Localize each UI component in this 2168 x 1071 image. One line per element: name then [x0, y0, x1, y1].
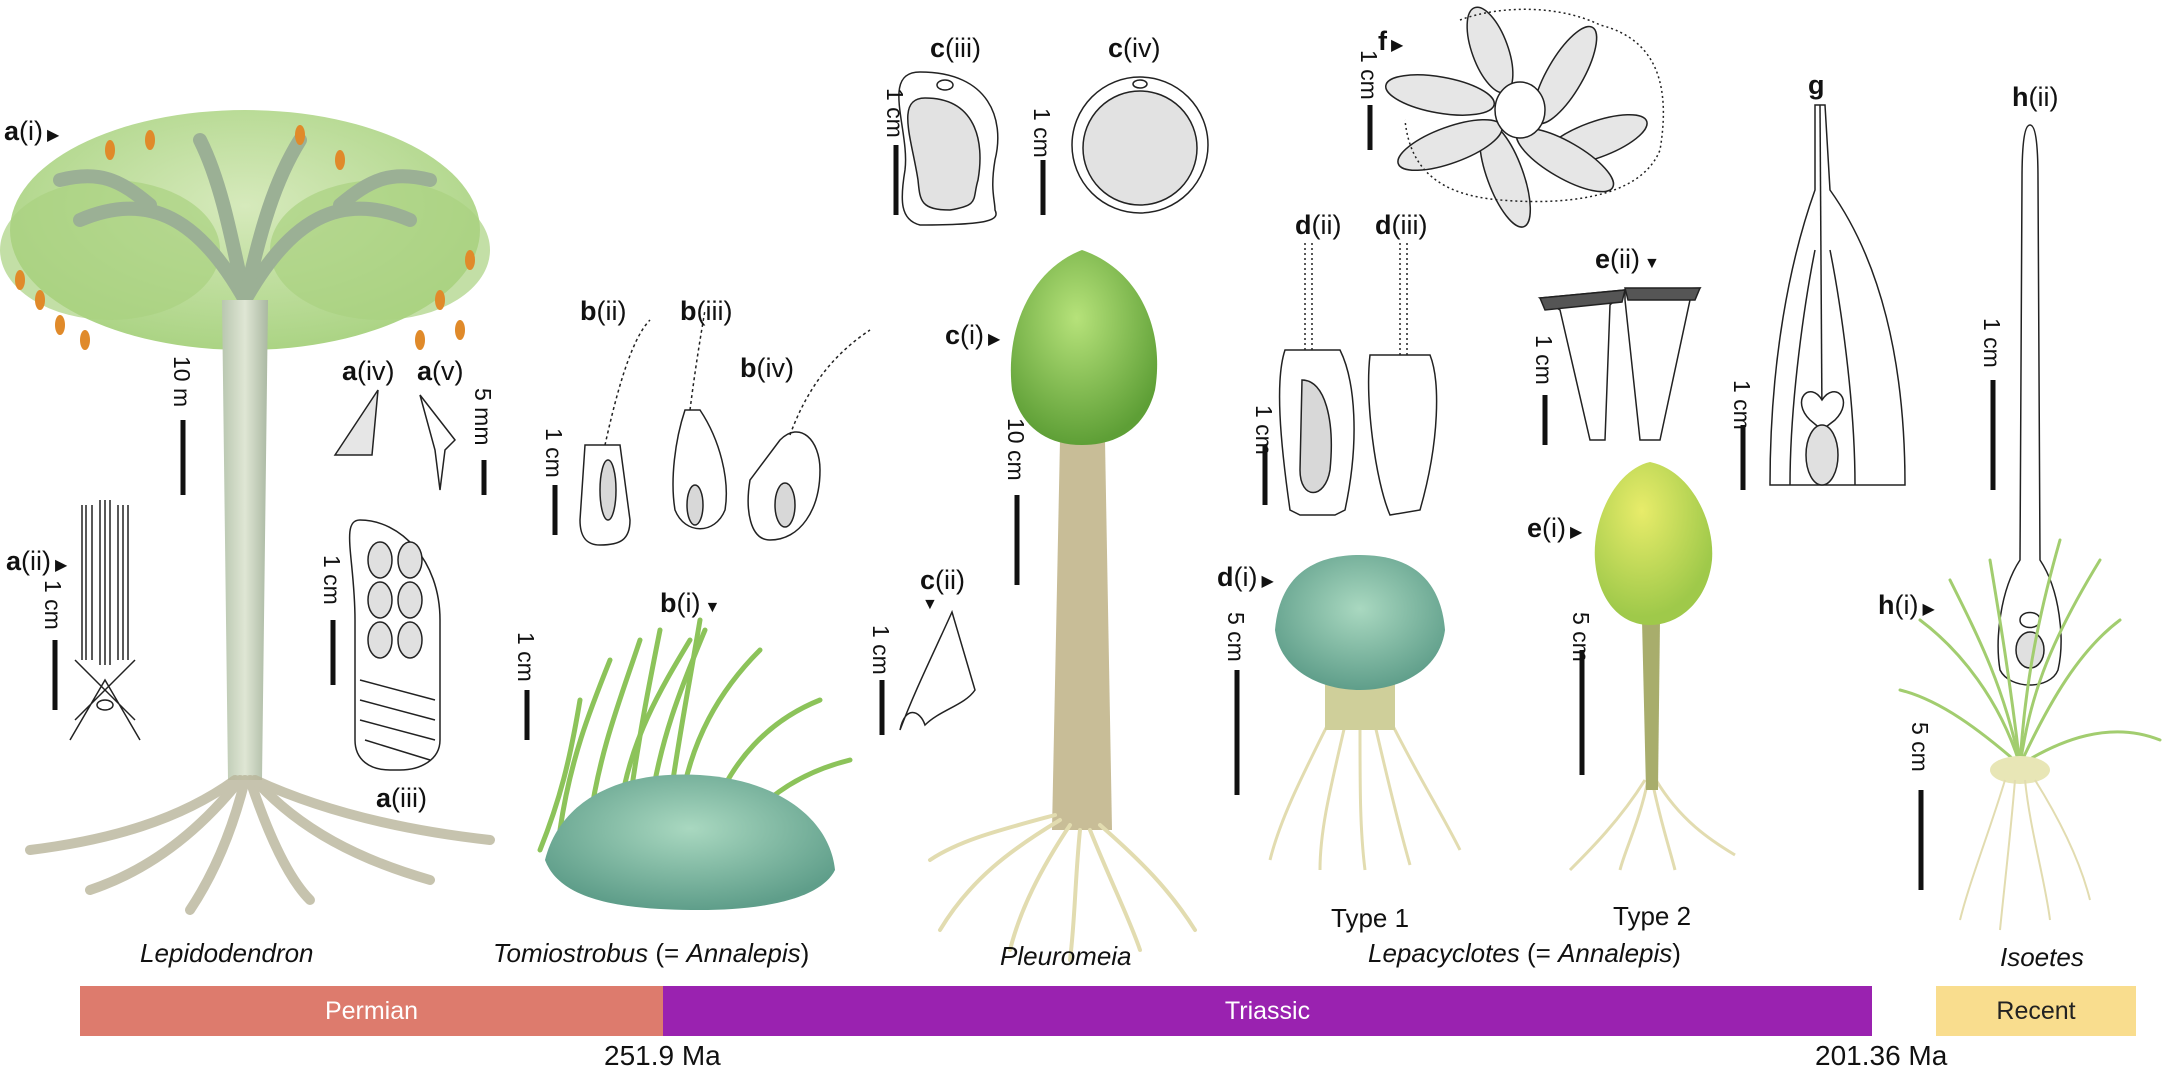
panel-label-d-ii: d(ii) [1295, 210, 1342, 240]
sporophyll-c-iii-iv-drawings [898, 71, 1209, 226]
panel-label-f: f▶ [1378, 26, 1404, 56]
panel-label-a-v: a(v) [417, 356, 464, 386]
panel-label-g: g [1808, 70, 1825, 100]
panel-label-b-iii: b(iii) [680, 296, 733, 326]
scale-label-c-iii: 1 cm [882, 88, 908, 138]
panel-label-c-iii: c(iii) [930, 33, 982, 63]
type-2-label: Type 2 [1613, 901, 1692, 931]
lepidodendron-tree-illustration [0, 110, 495, 915]
period-recent: Recent [1936, 986, 2136, 1036]
sporophyll-h-ii-drawing [1997, 124, 2062, 686]
scale-label-c-iv: 1 cm [1029, 108, 1055, 158]
type-1-label: Type 1 [1331, 903, 1410, 933]
sporophyll-e-ii-drawing [1537, 287, 1702, 441]
lepacyclotes-type1-illustration [1268, 555, 1462, 871]
c-ii-arrow: ▼ [922, 596, 938, 613]
scale-label-a-ii: 1 cm [40, 580, 66, 630]
panel-label-h-ii: h(ii) [2012, 82, 2059, 112]
sporophyll-c-ii-drawing [899, 609, 976, 731]
scale-label-c-i: 10 cm [1003, 418, 1029, 481]
leaf-base-drawing [69, 500, 141, 741]
sporophyll-drawings [333, 389, 456, 491]
scale-label-a-i: 10 m [169, 356, 195, 408]
taxon-tomiostrobus: Tomiostrobus (= Annalepis) [493, 938, 810, 968]
lepacyclotes-type2-illustration [1568, 462, 1736, 872]
panel-label-c-i: c(i)▶ [945, 320, 1001, 350]
panel-label-b-i: b(i)▼ [660, 588, 721, 618]
taxon-lepidodendron: Lepidodendron [140, 938, 314, 968]
scale-label-e-ii: 1 cm [1531, 335, 1557, 385]
isoetes-illustration [1898, 538, 2162, 931]
panel-label-a-iv: a(iv) [342, 356, 395, 386]
panel-label-h-i: h(i)▶ [1878, 590, 1935, 620]
period-permian: Permian [80, 986, 663, 1036]
pleuromeia-illustration [928, 250, 1197, 962]
panel-label-b-ii: b(ii) [580, 296, 627, 326]
taxon-lepacyclotes: Lepacyclotes (= Annalepis) [1368, 938, 1681, 968]
cone-drawing [348, 519, 441, 771]
scale-label-g: 1 cm [1729, 380, 1755, 430]
scale-label-d-i: 5 cm [1223, 612, 1249, 662]
panel-label-a-i: a(i)▶ [4, 116, 60, 146]
scale-label-f: 1 cm [1356, 50, 1382, 100]
scale-label-b-ii-iv: 1 cm [541, 428, 567, 478]
panel-label-d-iii: d(iii) [1375, 210, 1428, 240]
sporophyll-g-drawing [1769, 104, 1906, 486]
taxon-pleuromeia: Pleuromeia [1000, 941, 1132, 971]
scale-label-h-i: 5 cm [1907, 722, 1933, 772]
scale-label-c-ii: 1 cm [868, 625, 894, 675]
taxon-isoetes: Isoetes [2000, 942, 2084, 972]
period-triassic: Triassic [663, 986, 1872, 1036]
boundary-triassic-end: 201.36 Ma [1815, 1040, 1948, 1071]
scale-label-a-iv-v: 5 mm [470, 388, 496, 446]
sporophyll-f-rosette-drawing [1384, 6, 1665, 228]
panel-label-c-iv: c(iv) [1108, 33, 1161, 63]
panel-label-e-i: e(i)▶ [1527, 513, 1583, 543]
panel-label-b-iv: b(iv) [740, 353, 794, 383]
tomiostrobus-illustration [537, 617, 853, 910]
scale-bars [52, 105, 1996, 890]
panel-label-c-ii: c(ii) [920, 565, 966, 595]
panel-label-e-ii: e(ii)▼ [1595, 244, 1660, 274]
scale-label-b-i: 1 cm [513, 632, 539, 682]
panel-label-a-iii: a(iii) [376, 783, 428, 813]
boundary-permian-triassic: 251.9 Ma [604, 1040, 721, 1071]
scale-label-a-iii: 1 cm [319, 555, 345, 605]
scale-label-h-ii: 1 cm [1979, 318, 2005, 368]
panel-label-a-ii: a(ii)▶ [6, 546, 68, 576]
sporophyll-b-drawings [579, 309, 871, 546]
scale-label-e-i: 5 cm [1568, 612, 1594, 662]
sporophyll-d-drawings [1278, 240, 1438, 516]
scale-label-d-ii-iii: 1 cm [1251, 405, 1277, 455]
panel-label-d-i: d(i)▶ [1217, 562, 1274, 592]
